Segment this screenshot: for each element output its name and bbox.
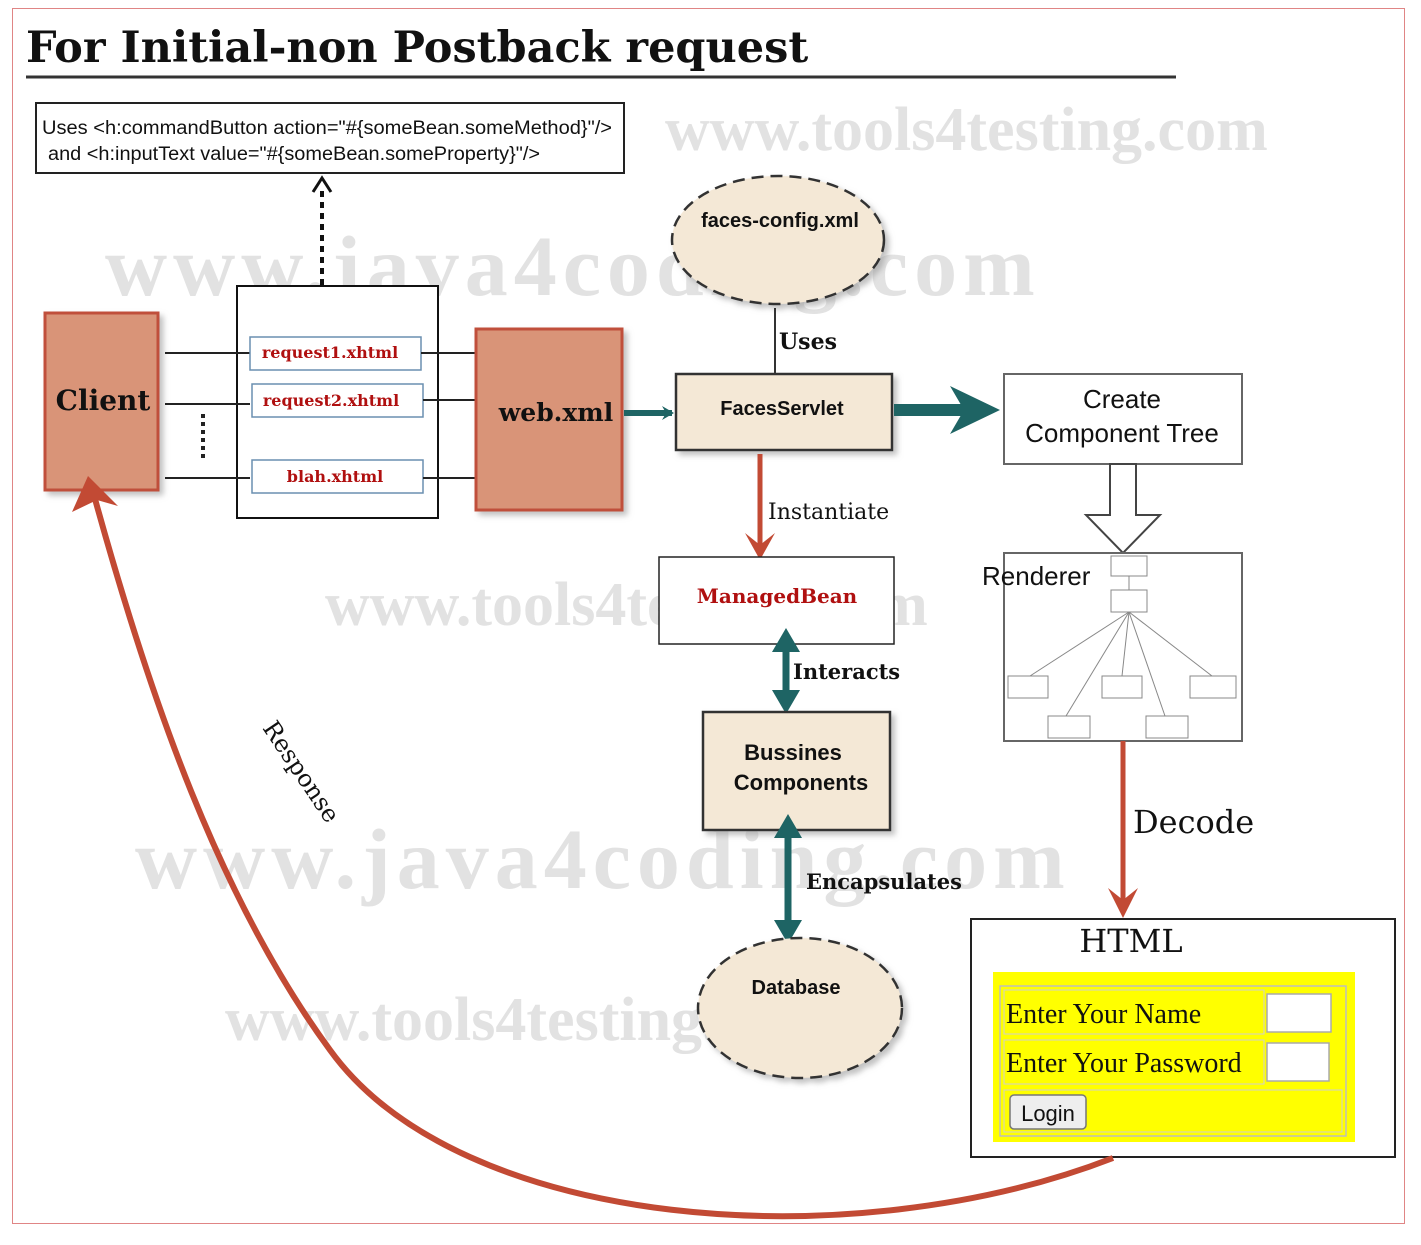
request-box-3 xyxy=(251,459,424,494)
managed-bean-label: ManagedBean xyxy=(697,584,858,608)
database-label: Database xyxy=(752,977,841,999)
password-input[interactable] xyxy=(1266,1042,1330,1082)
html-form-table xyxy=(999,985,1347,1137)
business-line-2: Components xyxy=(734,770,868,795)
renderer-box xyxy=(1003,552,1243,742)
instantiate-arrowhead xyxy=(745,533,775,560)
encapsulates-label: Encapsulates xyxy=(806,869,962,894)
code-line-1: Uses <h:commandButton action="#{someBean… xyxy=(42,118,612,139)
name-label: Enter Your Name xyxy=(1006,999,1201,1030)
managed-bean-box xyxy=(658,556,895,645)
page-title: For Initial-non Postback request xyxy=(26,23,808,73)
code-box xyxy=(35,102,625,174)
business-line-1: Bussines xyxy=(744,740,842,765)
webxml-box xyxy=(474,327,624,512)
decode-arrowhead xyxy=(1108,888,1138,918)
dotted-arrow-head xyxy=(311,175,333,193)
html-box-title: HTML xyxy=(1079,922,1182,960)
hollow-down-arrow xyxy=(1083,463,1163,555)
faces-servlet-box xyxy=(674,372,894,452)
instantiate-label: Instantiate xyxy=(768,500,889,525)
request-label-3: blah.xhtml xyxy=(287,467,383,486)
webxml-label: web.xml xyxy=(498,398,613,427)
servlet-to-tree-arrowhead xyxy=(950,386,1000,434)
uses-label: Uses xyxy=(779,329,837,355)
faces-config-ellipse xyxy=(670,174,886,306)
renderer-label: Renderer xyxy=(982,561,1091,591)
interacts-arrowhead-up xyxy=(772,628,800,652)
watermark-4: www.java4coding.com xyxy=(135,811,1071,907)
watermark-1: www.tools4testing.com xyxy=(665,96,1268,164)
response-arrow xyxy=(89,487,1115,1220)
code-line-2: and <h:inputText value="#{someBean.someP… xyxy=(48,144,540,165)
password-row xyxy=(1003,1039,1265,1085)
encapsulates-arrowhead-down xyxy=(774,920,802,944)
name-input[interactable] xyxy=(1266,993,1332,1033)
request-box-2 xyxy=(251,383,424,418)
interacts-label: Interacts xyxy=(793,659,900,684)
faces-servlet-label: FacesServlet xyxy=(720,398,844,420)
business-components-box xyxy=(701,710,892,832)
login-row xyxy=(1003,1089,1343,1133)
component-tree xyxy=(1007,555,1237,739)
request-label-2: request2.xhtml xyxy=(263,391,399,410)
database-ellipse xyxy=(696,936,904,1080)
name-row xyxy=(1003,989,1265,1035)
client-box xyxy=(43,311,160,492)
create-tree-line-1: Create xyxy=(1083,384,1161,414)
response-arrowhead xyxy=(72,476,118,512)
faces-config-label: faces-config.xml xyxy=(701,210,859,232)
client-label: Client xyxy=(56,384,151,417)
request-label-1: request1.xhtml xyxy=(262,343,398,362)
diagram-frame xyxy=(12,8,1405,1224)
password-label: Enter Your Password xyxy=(1006,1048,1242,1079)
login-button-label: Login xyxy=(1021,1101,1075,1126)
encapsulates-arrowhead-up xyxy=(774,814,802,838)
decode-label: Decode xyxy=(1133,803,1254,841)
login-button[interactable] xyxy=(1009,1094,1087,1130)
interacts-arrowhead-down xyxy=(772,690,800,714)
create-tree-line-2: Component Tree xyxy=(1025,418,1219,448)
